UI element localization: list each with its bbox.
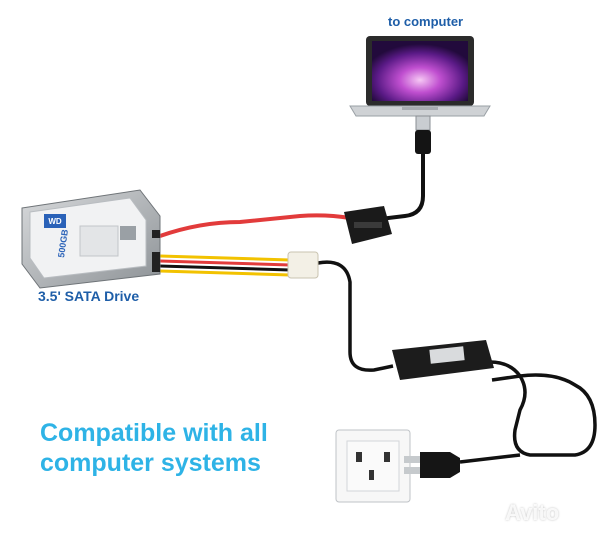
molex-wires xyxy=(159,254,291,277)
label-sata-drive: 3.5' SATA Drive xyxy=(38,288,140,304)
drive-capacity-text: 500GB xyxy=(56,228,70,258)
wall-outlet xyxy=(335,429,411,503)
svg-text:WD: WD xyxy=(48,217,62,226)
usb-cable xyxy=(371,152,425,222)
power-adapter xyxy=(392,340,494,380)
laptop-base xyxy=(349,105,491,117)
ac-power-cord xyxy=(459,360,597,464)
ide-sata-adapter xyxy=(344,206,392,244)
wd-logo xyxy=(44,214,66,228)
laptop-screen xyxy=(372,41,468,101)
power-cable-to-drive xyxy=(317,260,394,372)
molex-connector xyxy=(287,251,319,279)
label-to-computer: to computer xyxy=(388,14,464,29)
avito-watermark: Avito xyxy=(505,500,560,525)
usb-plug xyxy=(415,115,431,154)
hard-drive: WD 500GB xyxy=(21,189,161,289)
laptop xyxy=(349,36,491,117)
headline-line-1: Compatible with all xyxy=(40,419,268,447)
power-plug xyxy=(404,452,460,478)
sata-data-cable xyxy=(159,213,351,238)
headline-line-2: computer systems xyxy=(40,449,261,477)
compatibility-headline: Compatible with all computer systems xyxy=(40,418,268,478)
